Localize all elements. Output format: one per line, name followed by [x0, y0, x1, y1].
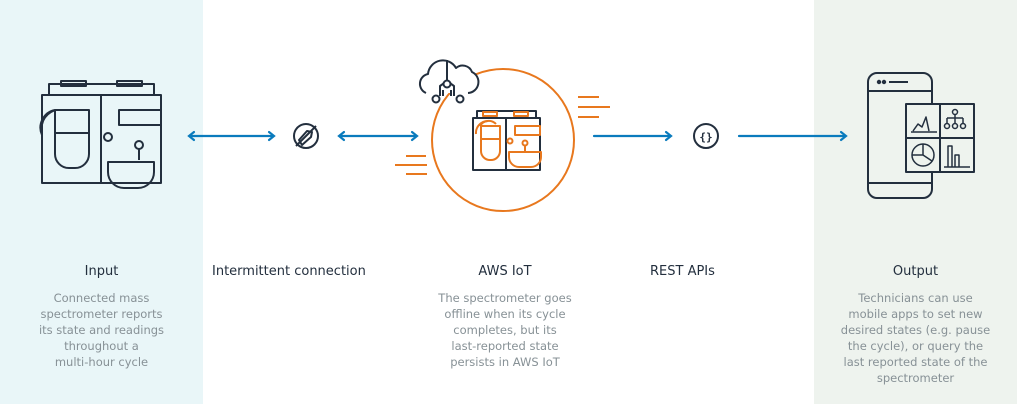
disconnected-plug-icon [293, 123, 319, 149]
iot-description-line: completes, but its [453, 323, 557, 337]
output-description-line: mobile apps to set new [848, 307, 983, 321]
curly-braces-icon: {} [693, 123, 719, 149]
input-description: Connected mass spectrometer reports its … [0, 290, 203, 370]
iot-spectrometer-icon [472, 110, 542, 171]
svg-text:{}: {} [699, 131, 712, 144]
input-description-line: multi-hour cycle [54, 355, 149, 369]
motion-lines-right-icon [578, 96, 610, 118]
output-description-line: the cycle), or query the [847, 339, 984, 353]
iot-cloud-icon [418, 59, 480, 104]
bidirectional-arrow-2 [337, 130, 419, 142]
input-title: Input [84, 264, 119, 279]
motion-lines-left-icon [395, 155, 427, 175]
input-description-line: spectrometer reports [40, 307, 163, 321]
output-description-line: desired states (e.g. pause [840, 323, 991, 337]
output-description: Technicians can use mobile apps to set n… [814, 290, 1017, 386]
iot-description: The spectrometer goes offline when its c… [420, 290, 590, 370]
arrow-iot-to-rest [592, 130, 673, 142]
arrow-rest-to-output [737, 130, 848, 142]
input-description-line: its state and readings [38, 323, 165, 337]
output-panel [814, 0, 1017, 404]
iot-description-line: offline when its cycle [444, 307, 566, 321]
iot-circle [431, 68, 575, 212]
iot-description-line: The spectrometer goes [438, 291, 572, 305]
input-panel [0, 0, 203, 404]
input-description-line: throughout a [64, 339, 139, 353]
input-description-line: Connected mass [53, 291, 150, 305]
spectrometer-icon [39, 80, 162, 189]
output-description-line: last reported state of the [843, 355, 988, 369]
iot-description-line: last-reported state [451, 339, 559, 353]
mobile-dashboard-icon [867, 72, 975, 199]
output-title: Output [892, 264, 939, 279]
output-description-line: Technicians can use [858, 291, 973, 305]
output-description-line: spectrometer [876, 371, 955, 385]
bidirectional-arrow-1 [187, 130, 276, 142]
connection-title: Intermittent connection [212, 264, 366, 279]
iot-title: AWS IoT [478, 264, 532, 279]
iot-description-line: persists in AWS IoT [450, 355, 560, 369]
rest-title: REST APIs [650, 264, 715, 279]
